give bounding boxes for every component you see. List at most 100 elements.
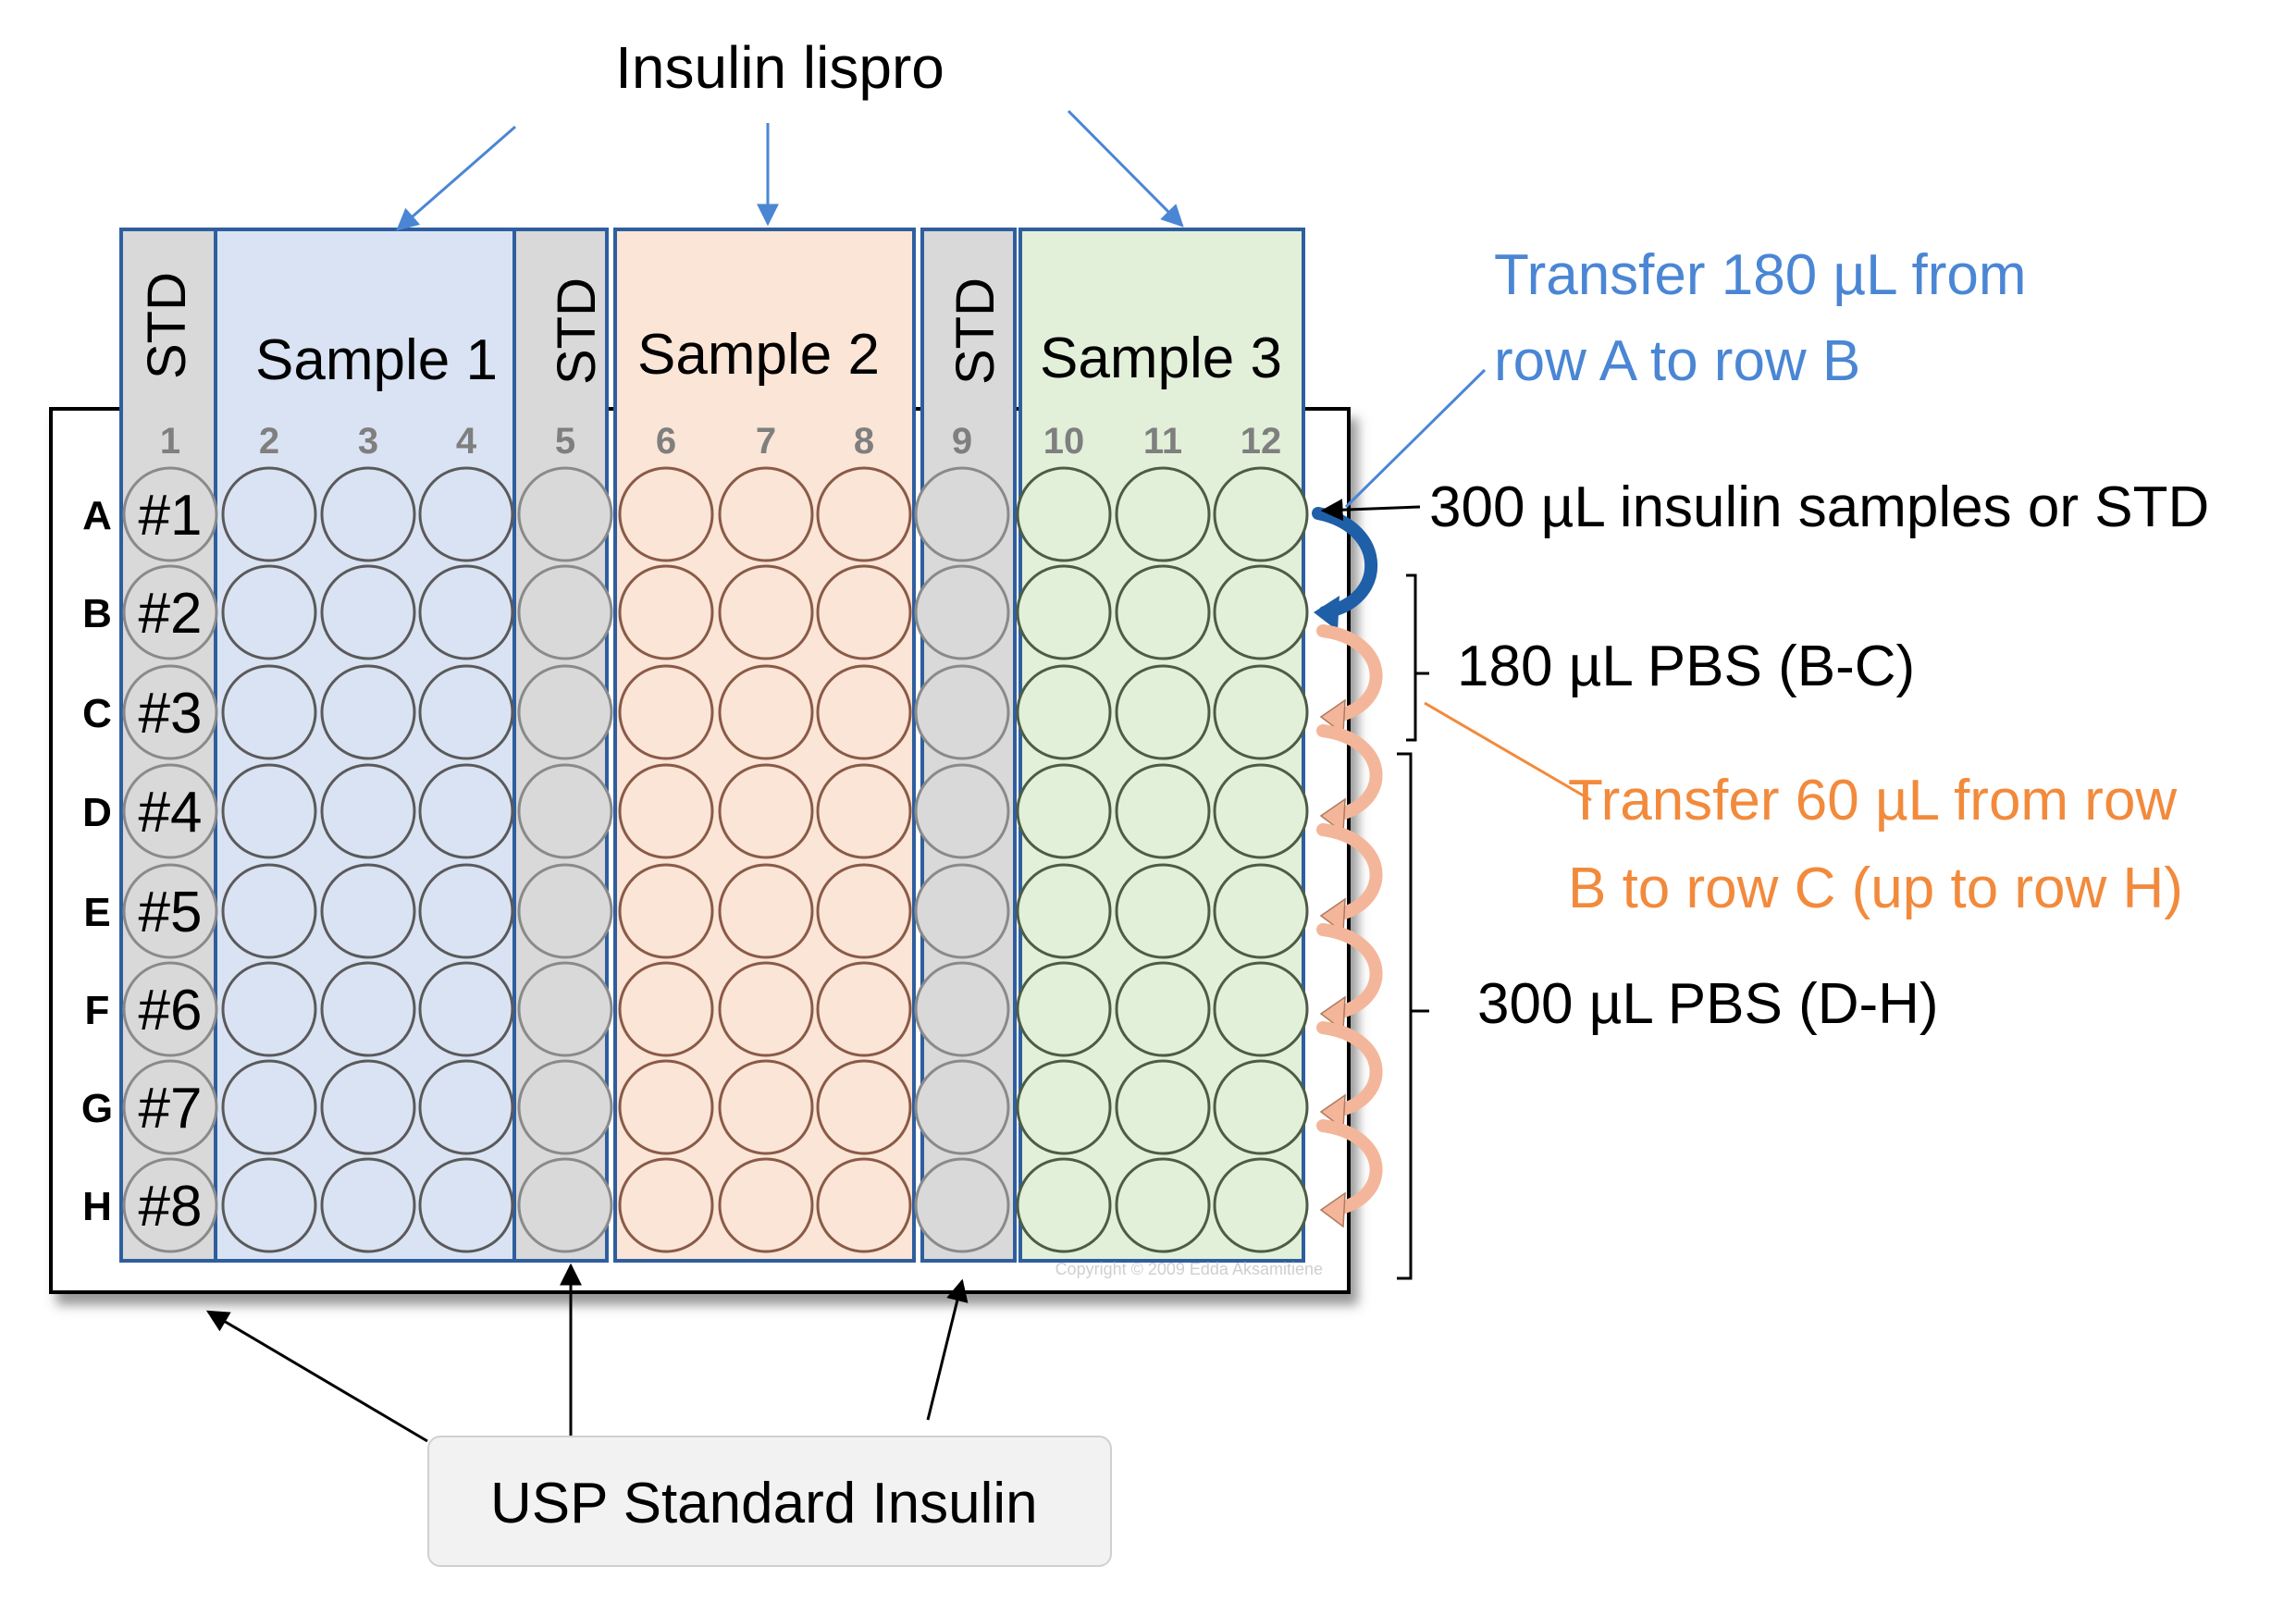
annotation-transfer-b-c-line2: B to row C (up to row H) [1568,857,2183,920]
well-G12 [1213,1059,1309,1155]
well-C9 [914,664,1010,760]
well-A9 [914,466,1010,562]
well-H3 [320,1157,416,1253]
well-G5 [517,1059,613,1155]
well-A8 [816,466,912,562]
row-letter-B: B [82,591,112,636]
column-number-11: 11 [1143,421,1182,462]
dilution-arrow-head-D [1319,797,1346,834]
well-G2 [221,1059,317,1155]
column-number-2: 2 [259,421,279,462]
well-F7 [718,961,814,1057]
std-header-9: STD [945,277,1006,385]
well-B3 [320,564,416,660]
annotation-transfer-b-c-line1: Transfer 60 µL from row [1568,769,2178,832]
well-B9 [914,564,1010,660]
well-C12 [1213,664,1309,760]
well-A5 [517,466,613,562]
well-F6 [618,961,714,1057]
well-B2 [221,564,317,660]
dilution-arrow-head-E [1319,897,1346,934]
well-F12 [1213,961,1309,1057]
well-A2 [221,466,317,562]
dilution-arrow-head-C [1319,698,1346,735]
well-D10 [1016,763,1112,859]
column-number-8: 8 [854,421,874,462]
dilution-arrow-F-G [1316,1021,1383,1118]
dilution-arrow-E-F [1316,923,1383,1020]
column-number-6: 6 [656,421,676,462]
usp-arrow-left [205,1310,428,1443]
well-D9 [914,763,1010,859]
well-H5 [517,1157,613,1253]
well-C4 [418,664,514,760]
well-H10 [1016,1157,1112,1253]
well-B7 [718,564,814,660]
well-A1 [122,466,218,562]
dilution-arrow-D-E [1316,823,1383,922]
well-E5 [517,863,613,959]
well-D4 [418,763,514,859]
well-G9 [914,1059,1010,1155]
column-number-10: 10 [1043,421,1085,462]
dilution-arrow-G-H [1316,1119,1383,1216]
well-E4 [418,863,514,959]
std-header-5: STD [547,277,607,385]
column-number-5: 5 [555,421,575,462]
well-A4 [418,466,514,562]
dilution-arrow-head-G [1319,1093,1346,1130]
well-F9 [914,961,1010,1057]
well-A12 [1213,466,1309,562]
annotation-pbs-d-h: 300 µL PBS (D-H) [1477,972,1939,1036]
transfer-arrow-a-b-head [1314,596,1339,631]
well-D6 [618,763,714,859]
well-G10 [1016,1059,1112,1155]
well-D12 [1213,763,1309,859]
well-E8 [816,863,912,959]
well-D11 [1115,763,1211,859]
title-arrow-left [396,125,516,231]
well-F11 [1115,961,1211,1057]
row-letter-G: G [81,1086,113,1131]
well-D3 [320,763,416,859]
title-arrow-right [1067,109,1184,228]
std-number-6: #6 [139,979,203,1042]
well-F4 [418,961,514,1057]
well-C3 [320,664,416,760]
sample3-header: Sample 3 [1040,327,1282,390]
well-D5 [517,763,613,859]
well-A3 [320,466,416,562]
well-G8 [816,1059,912,1155]
well-E9 [914,863,1010,959]
well-G1 [122,1059,218,1155]
well-B11 [1115,564,1211,660]
dilution-arrow-C-D [1316,724,1383,822]
annotation-samples-300: 300 µL insulin samples or STD [1429,475,2210,539]
well-E6 [618,863,714,959]
wells [122,466,1309,1253]
well-H8 [816,1157,912,1253]
well-E2 [221,863,317,959]
well-D1 [122,763,218,859]
column-number-12: 12 [1241,421,1282,462]
row-letter-F: F [85,988,110,1033]
well-F5 [517,961,613,1057]
well-B8 [816,564,912,660]
usp-callout-box [427,1436,1112,1567]
std-number-3: #3 [139,682,203,746]
well-B1 [122,564,218,660]
well-E10 [1016,863,1112,959]
dilution-arrow-head-F [1319,995,1346,1032]
title-insulin-lispro: Insulin lispro [615,34,944,101]
bracket-d-h [1397,752,1429,1280]
well-F2 [221,961,317,1057]
annotation-transfer-a-b-line1: Transfer 180 µL from [1494,243,2027,307]
well-D7 [718,763,814,859]
well-C10 [1016,664,1112,760]
well-F3 [320,961,416,1057]
well-E1 [122,863,218,959]
well-E11 [1115,863,1211,959]
